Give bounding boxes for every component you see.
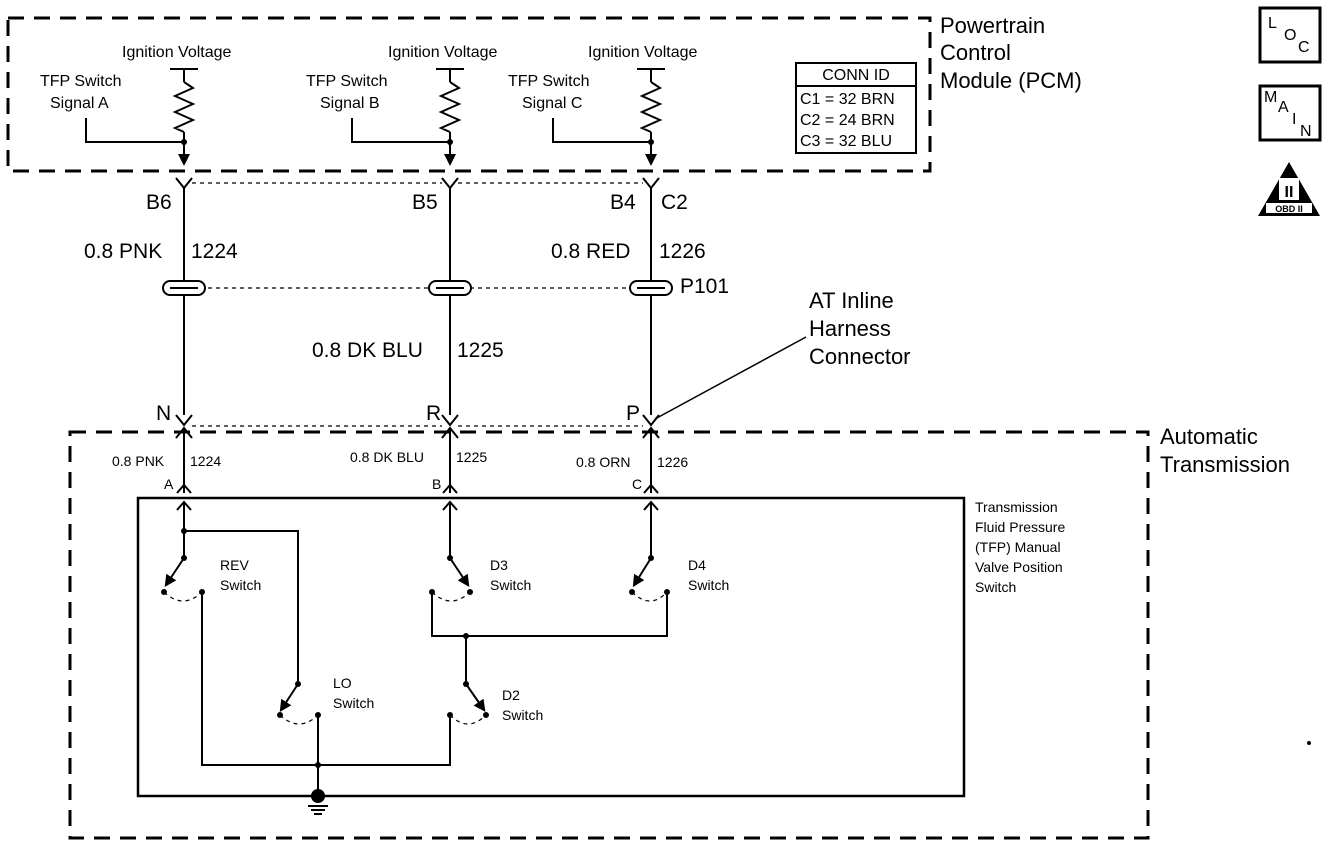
rev-switch [161,502,318,766]
svg-text:I: I [1292,111,1296,128]
harness-wires [183,188,652,415]
rev-switch-line1: REV [220,557,249,573]
d4-switch [629,502,670,602]
signal-a-line1: TFP Switch [40,73,122,90]
tfp-label-line2: Fluid Pressure [975,519,1065,535]
transmission-connector-chevrons [175,414,660,439]
connector-id: P101 [680,275,729,298]
d3-switch-line2: Switch [490,577,531,593]
pin-b6: B6 [146,191,172,214]
ground-icon [308,762,328,815]
ignition-label-b: Ignition Voltage [388,44,498,61]
pin-b: B [432,476,441,492]
svg-text:II: II [1285,184,1294,201]
d4-switch-line1: D4 [688,557,706,573]
transmission-title-line1: Automatic [1160,424,1258,449]
d2-switch-line1: D2 [502,687,520,703]
callout-line2: Harness [809,316,891,341]
rev-switch-line2: Switch [220,577,261,593]
wire-dkblu-bot: 0.8 DK BLU [350,449,424,465]
pullup-resistor-c [552,68,665,166]
wire-pnk-top-circuit: 1224 [191,240,238,263]
lo-switch-line1: LO [333,675,352,691]
pin-a: A [164,476,174,492]
wire-orn-bot-circuit: 1226 [657,454,688,470]
tfp-label-line4: Valve Position [975,559,1063,575]
conn-id-header: CONN ID [822,67,890,84]
pin-c2: C2 [661,191,688,214]
d3-switch [429,502,668,637]
inline-connector-p101 [162,280,673,296]
stray-dot [1307,741,1311,745]
svg-text:L: L [1268,15,1277,32]
wire-pnk-top: 0.8 PNK [84,240,162,263]
signal-c-line2: Signal C [522,95,582,112]
transmission-boundary [68,430,1150,840]
d2-switch [318,633,489,766]
wire-red-top: 0.8 RED [551,240,630,263]
pullup-resistor-a [85,68,198,166]
pin-b5: B5 [412,191,438,214]
svg-text:A: A [1278,99,1289,116]
callout-leader [654,336,807,420]
svg-text:M: M [1264,89,1277,106]
pcm-title-line3: Module (PCM) [940,68,1082,93]
svg-text:C: C [1298,39,1310,56]
signal-a-line2: Signal A [50,95,109,112]
pin-b4: B4 [610,191,636,214]
svg-text:O: O [1284,27,1296,44]
tfp-label-line5: Switch [975,579,1016,595]
pcm-connector-chevrons [175,177,660,190]
wire-pnk-bot-circuit: 1224 [190,453,221,469]
callout-line3: Connector [809,344,911,369]
signal-b-line1: TFP Switch [306,73,388,90]
svg-text:N: N [1300,123,1312,140]
tfp-switch-housing [136,496,966,798]
wire-pnk-bot: 0.8 PNK [112,453,165,469]
pin-r: R [426,402,441,425]
lo-switch [277,681,321,793]
ignition-label-a: Ignition Voltage [122,44,232,61]
loc-icon: L O C [1258,6,1322,64]
pullup-resistor-b [351,68,464,166]
tfp-label-line1: Transmission [975,499,1058,515]
conn-id-row: C3 = 32 BLU [800,133,892,150]
ignition-label-c: Ignition Voltage [588,44,698,61]
wire-orn-bot: 0.8 ORN [576,454,630,470]
wire-dkblu-mid: 0.8 DK BLU [312,339,423,362]
pcm-boundary [6,16,932,173]
pcm-title-line2: Control [940,40,1011,65]
d3-switch-line1: D3 [490,557,508,573]
pcm-block: Powertrain Control Module (PCM) Ignition… [6,13,1082,173]
transmission-title-line2: Transmission [1160,452,1290,477]
d4-switch-line2: Switch [688,577,729,593]
conn-id-table: CONN ID C1 = 32 BRN C2 = 24 BRN C3 = 32 … [795,62,917,154]
wire-dkblu-bot-circuit: 1225 [456,449,487,465]
pin-p: P [626,402,640,425]
pcm-title-line1: Powertrain [940,13,1045,38]
transmission-block: Automatic Transmission 0.8 PNK 1224 0.8 … [68,424,1290,840]
conn-id-row: C2 = 24 BRN [800,112,895,129]
signal-b-line2: Signal B [320,95,380,112]
conn-id-row: C1 = 32 BRN [800,91,895,108]
d2-switch-line2: Switch [502,707,543,723]
callout-line1: AT Inline [809,288,894,313]
main-icon: M A I N [1258,84,1322,142]
lo-switch-line2: Switch [333,695,374,711]
obd-ii-icon: II OBD II [1258,162,1320,216]
svg-text:OBD II: OBD II [1275,204,1303,214]
pin-n: N [156,402,171,425]
wire-red-top-circuit: 1226 [659,240,706,263]
signal-c-line1: TFP Switch [508,73,590,90]
pin-c: C [632,476,642,492]
tfp-label-line3: (TFP) Manual [975,539,1061,555]
wire-dkblu-mid-circuit: 1225 [457,339,504,362]
